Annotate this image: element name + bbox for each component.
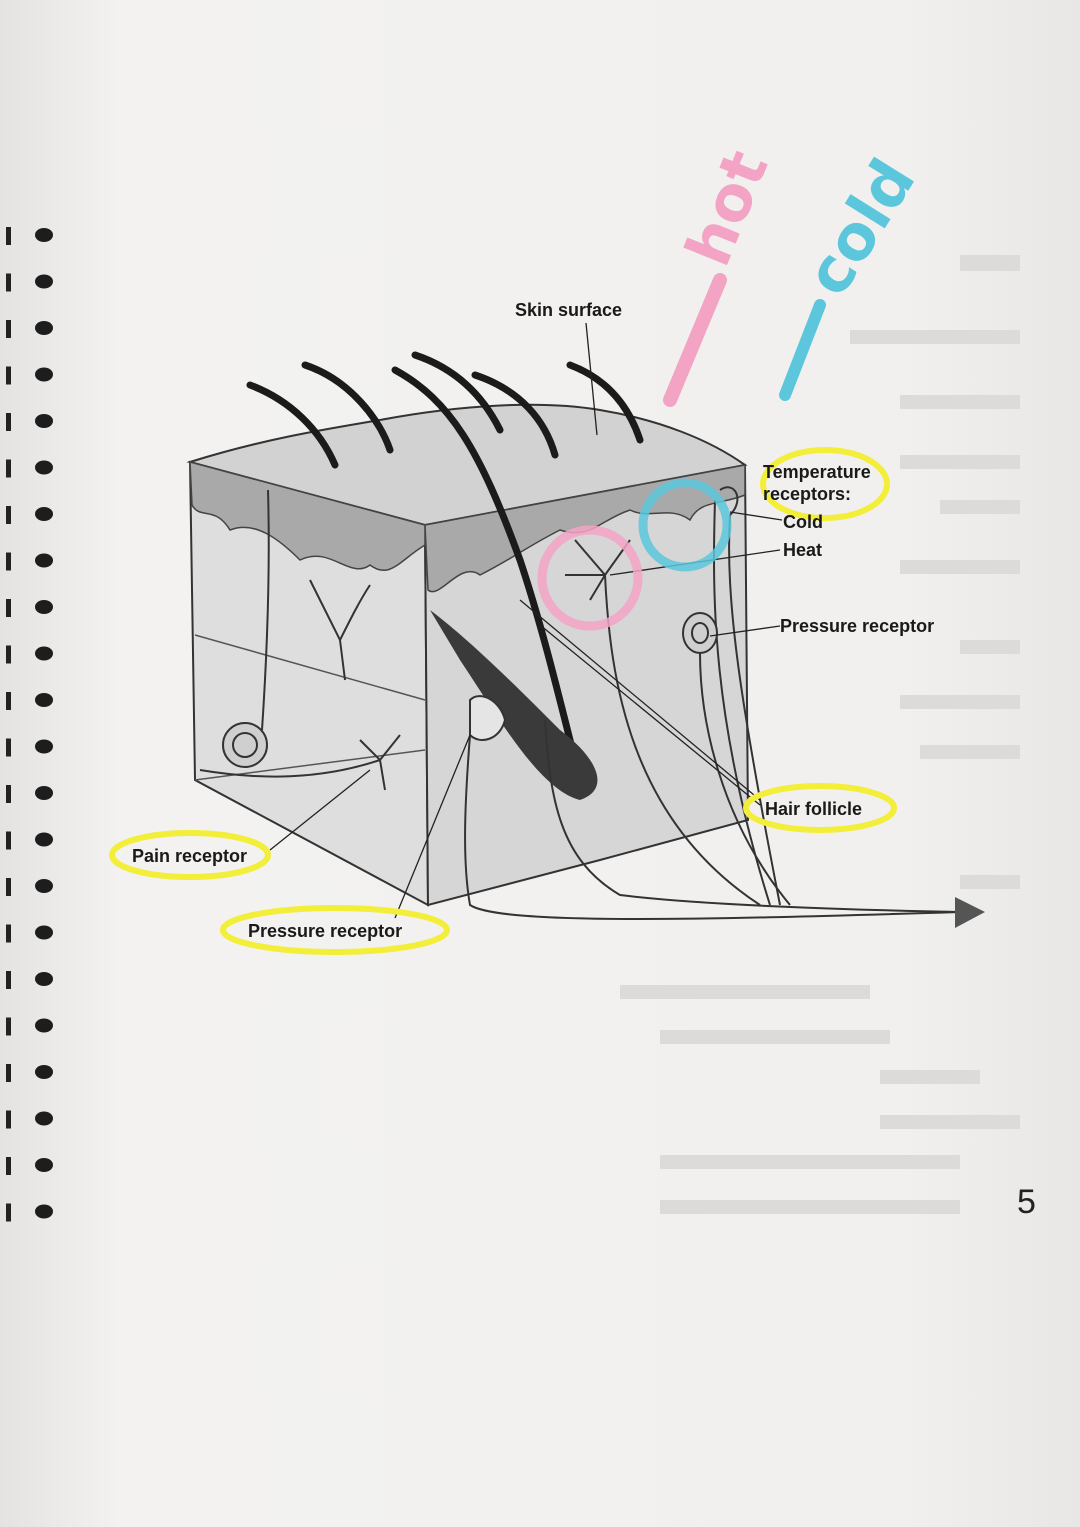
nerves (199, 486, 961, 921)
label-temperature-receptors: Temperature (763, 462, 871, 482)
skin-block (186, 403, 750, 907)
binding-hole (6, 692, 11, 710)
binding-hole (6, 366, 11, 385)
handwritten-hot: hot (671, 140, 782, 275)
binding-hole (6, 227, 11, 245)
binding-hole (6, 599, 11, 617)
hair-follicle-shape (430, 610, 598, 800)
label-pressure-receptor-bottom: Pressure receptor (248, 921, 402, 941)
binding-hole (6, 552, 11, 571)
spiral-binding (6, 227, 53, 1222)
spiral-ring (35, 786, 53, 800)
spiral-ring (35, 693, 53, 707)
binding-hole (6, 459, 11, 478)
label-cold: Cold (783, 512, 823, 532)
spiral-ring (35, 1065, 53, 1079)
hairs (246, 351, 644, 764)
spiral-ring (35, 832, 53, 847)
spiral-ring (35, 1018, 53, 1033)
spiral-ring (35, 460, 53, 475)
binding-hole (6, 273, 11, 292)
binding-hole (6, 785, 11, 803)
binding-hole (6, 971, 11, 989)
epidermis-front (189, 461, 426, 572)
binding-hole (6, 1017, 11, 1036)
binding-hole (6, 645, 11, 664)
spiral-ring (35, 274, 53, 289)
label-hair-follicle: Hair follicle (765, 799, 862, 819)
spiral-ring (35, 972, 53, 986)
marker-annotations (109, 273, 897, 955)
nerve-arrow (955, 897, 985, 928)
binding-hole (6, 1203, 11, 1222)
spiral-ring (35, 553, 53, 568)
spiral-ring (35, 228, 53, 242)
binding-hole (6, 506, 11, 524)
spiral-ring (35, 600, 53, 614)
binding-hole (6, 1157, 11, 1175)
bleed-through-text (620, 255, 1020, 1214)
label-pressure-receptor-right: Pressure receptor (780, 616, 934, 636)
spiral-ring (35, 925, 53, 940)
handwritten-cold: cold (791, 146, 930, 308)
cyan-circle-cold (638, 478, 732, 572)
binding-hole (6, 924, 11, 943)
spiral-ring (35, 414, 53, 428)
binding-hole (6, 1110, 11, 1129)
label-pain-receptor: Pain receptor (132, 846, 247, 866)
spiral-ring (35, 879, 53, 893)
binding-hole (6, 738, 11, 757)
binding-hole (6, 878, 11, 896)
spiral-ring (35, 1111, 53, 1126)
binding-hole (6, 413, 11, 431)
label-skin-surface: Skin surface (515, 300, 622, 320)
spiral-ring (35, 321, 53, 335)
spiral-ring (35, 507, 53, 521)
spiral-ring (35, 1158, 53, 1172)
spiral-ring (35, 367, 53, 382)
spiral-ring (35, 739, 53, 754)
label-heat: Heat (783, 540, 822, 560)
binding-hole (6, 831, 11, 850)
block-top-face (186, 403, 748, 527)
binding-hole (6, 320, 11, 338)
binding-hole (6, 1064, 11, 1082)
label-temperature-receptors-2: receptors: (763, 484, 851, 504)
page-number: 5 (1017, 1183, 1036, 1221)
spiral-ring (35, 646, 53, 661)
pink-circle-heat (537, 525, 643, 631)
spiral-ring (35, 1204, 53, 1219)
